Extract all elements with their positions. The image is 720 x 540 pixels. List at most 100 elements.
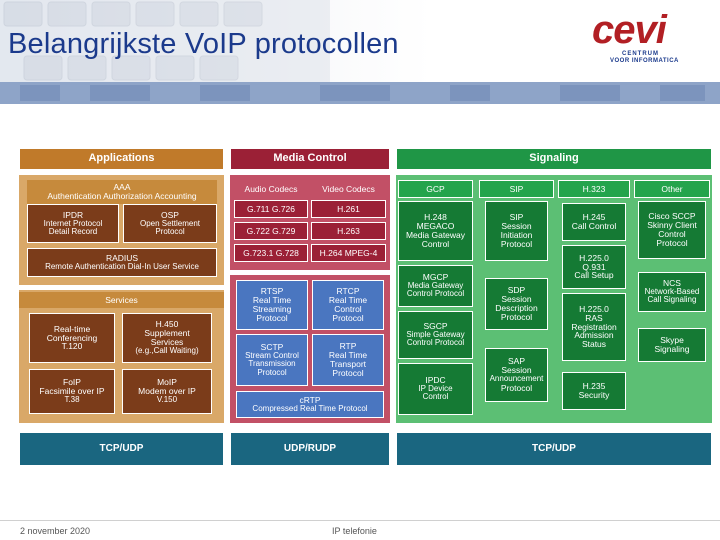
sccp-block: Cisco SCCP Skinny Client Control Protoco… [638, 201, 706, 259]
h245-block: H.245 Call Control [562, 203, 626, 241]
rtcp-line-2: Control [334, 304, 362, 314]
header-stripe-pattern [20, 85, 705, 101]
crtp-label: cRTP [299, 394, 321, 405]
h450-line-1: Supplement [144, 328, 190, 339]
h235-label: H.235 [582, 381, 606, 392]
rtsp-line-1: Real Time [252, 295, 292, 306]
signaling-title: Signaling [529, 152, 579, 165]
sdp-label: SDP [507, 285, 526, 296]
keyboard-background-image [0, 0, 330, 82]
mgcp-line-1: Media Gateway [407, 281, 464, 291]
moip-block: MoIP Modem over IP V.150 [122, 369, 212, 414]
codec-g722-label: G.722 G.729 [246, 225, 296, 236]
ipdc-label: IPDC [425, 375, 446, 386]
radius-block: RADIUS Remote Authentication Dial-In Use… [27, 248, 217, 277]
ipdr-block: IPDR Internet Protocol Detail Record [27, 204, 119, 243]
codec-h264-label: H.264 MPEG-4 [319, 247, 378, 258]
h248-line-1: MEGACO [416, 221, 455, 232]
transport-left-label: TCP/UDP [99, 442, 144, 454]
codec-g7231: G.723.1 G.728 [234, 244, 308, 262]
radius-desc: Remote Authentication Dial-In User Servi… [45, 261, 199, 271]
h323-label: H.323 [582, 183, 606, 194]
moip-line-2: V.150 [156, 395, 178, 405]
services-title: Services [105, 294, 138, 305]
radius-label: RADIUS [105, 252, 139, 263]
h323-header: H.323 [558, 180, 630, 198]
h2250b-line-1: RAS [585, 312, 603, 323]
h245-line-1: Call Control [571, 221, 617, 231]
sap-line-1: Session [501, 365, 532, 376]
sctp-label: SCTP [260, 341, 284, 352]
mgcp-label: MGCP [422, 272, 449, 283]
h248-line-3: Control [421, 238, 450, 249]
video-codecs-header: Video Codecs [311, 180, 386, 198]
sgcp-line-1: Simple Gateway [406, 330, 465, 340]
h2250b-line-2: Registration [571, 321, 617, 332]
rtcp-line-1: Real Time [328, 295, 368, 306]
h2250b-label: H.225.0 [579, 303, 609, 314]
sdp-line-2: Description [495, 303, 538, 313]
h2250b-line-4: Status [581, 339, 607, 350]
codec-h263: H.263 [311, 222, 386, 240]
sctp-line-1: Stream Control [245, 350, 299, 360]
rtcp-block: RTCP Real Time Control Protocol [312, 280, 384, 330]
transport-mid-label: UDP/RUDP [283, 442, 337, 454]
other-label: Other [661, 183, 683, 194]
aaa-label: AAA [113, 182, 131, 193]
transport-left-block: TCP/UDP [19, 432, 224, 466]
ncs-block: NCS Network-Based Call Signaling [638, 272, 706, 312]
applications-title: Applications [88, 152, 155, 165]
slide-title: Belangrijkste VoIP protocollen [8, 28, 399, 60]
h235-block: H.235 Security [562, 372, 626, 410]
foip-block: FoIP Facsimile over IP T.38 [29, 369, 115, 414]
ipdc-block: IPDC IP Device Control [398, 363, 473, 415]
rtsp-block: RTSP Real Time Streaming Protocol [236, 280, 308, 330]
sccp-label: Cisco SCCP [648, 211, 696, 222]
rtp-line-2: Transport [329, 359, 367, 369]
rtsp-line-3: Protocol [256, 312, 288, 323]
codec-g722: G.722 G.729 [234, 222, 308, 240]
rtp-block: RTP Real Time Transport Protocol [312, 334, 384, 386]
audio-codecs-label: Audio Codecs [244, 183, 298, 194]
sip-line-3: Protocol [500, 238, 533, 249]
media-control-header: Media Control [230, 148, 390, 170]
audio-codecs-header: Audio Codecs [234, 180, 308, 198]
sgcp-block: SGCP Simple Gateway Control Protocol [398, 311, 473, 359]
gcp-label: GCP [426, 183, 445, 194]
aaa-block: AAA Authentication Authorization Account… [27, 180, 217, 204]
realtime-line-1: Real-time [53, 323, 91, 334]
osp-label: OSP [161, 209, 179, 220]
mgcp-line-2: Control Protocol [406, 289, 465, 299]
rtp-line-3: Protocol [332, 367, 364, 378]
ipdc-line-1: IP Device [418, 384, 453, 394]
ncs-label: NCS [663, 278, 681, 289]
sip-block: SIP Session Initiation Protocol [485, 201, 548, 261]
sap-label: SAP [507, 356, 525, 367]
video-codecs-label: Video Codecs [322, 183, 375, 194]
sdp-block: SDP Session Description Protocol [485, 278, 548, 330]
sip-line-2: Initiation [500, 230, 533, 240]
ipdr-line-1: Internet Protocol [43, 218, 103, 228]
sccp-line-2: Control [658, 229, 686, 239]
sctp-block: SCTP Stream Control Transmission Protoco… [236, 334, 308, 386]
sip-line-1: Session [501, 221, 532, 232]
footer-topic: IP telefonie [332, 526, 377, 536]
sctp-line-3: Protocol [257, 367, 287, 377]
sctp-line-2: Transmission [248, 359, 296, 369]
foip-line-1: Facsimile over IP [39, 386, 105, 397]
ncs-line-2: Call Signaling [647, 295, 697, 305]
mgcp-block: MGCP Media Gateway Control Protocol [398, 265, 473, 307]
h2250-ras-block: H.225.0 RAS Registration Admission Statu… [562, 293, 626, 361]
sip-header-label: SIP [509, 183, 524, 194]
signaling-header: Signaling [396, 148, 712, 170]
h2250a-label: H.225.0 [579, 252, 609, 263]
services-header: Services [19, 292, 224, 308]
moip-label: MoIP [157, 377, 177, 388]
rtsp-label: RTSP [260, 286, 284, 297]
codec-g711: G.711 G.726 [234, 200, 308, 218]
transport-mid-block: UDP/RUDP [230, 432, 390, 466]
h2250b-line-3: Admission [574, 330, 614, 341]
sdp-line-3: Protocol [500, 311, 533, 322]
sdp-line-1: Session [501, 294, 532, 305]
